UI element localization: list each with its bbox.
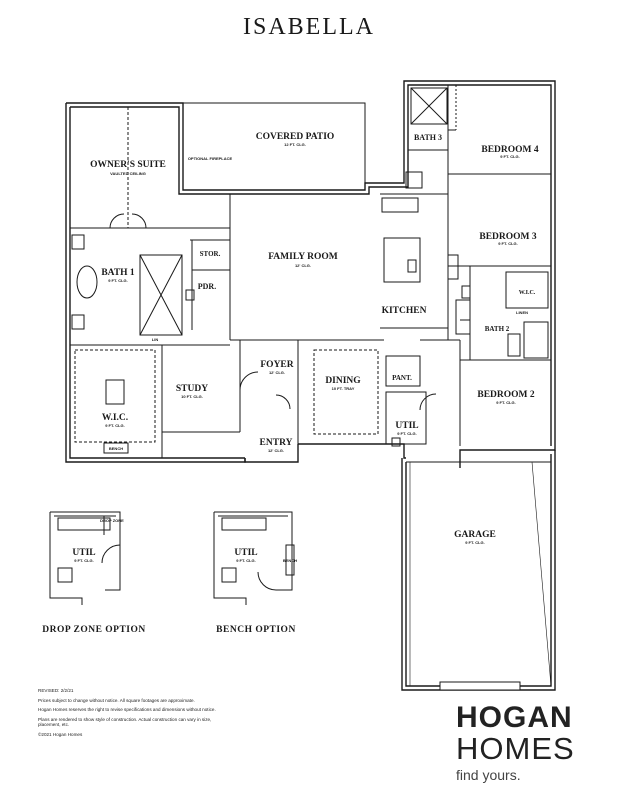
note-specifications: Hogan Homes reserves the right to revise…	[38, 707, 216, 713]
garage-ceiling: 9 FT. CLG.	[465, 540, 485, 545]
garage-label: GARAGE	[454, 530, 496, 540]
owners-suite-ceiling: VAULTED CEILING	[110, 171, 146, 176]
plan-notes: REVISED: 2/2/21 Prices subject to change…	[38, 688, 228, 742]
note-construction: Plans are rendered to show style of cons…	[38, 716, 212, 728]
powder-room-label: PDR.	[198, 282, 216, 291]
note-pricing: Prices subject to change without notice.…	[38, 697, 195, 703]
bench-option-drawing	[213, 511, 295, 605]
owners-suite-label: OWNER'S SUITE	[90, 160, 166, 170]
covered-patio-ceiling: 12 FT. CLG.	[284, 142, 306, 147]
owner-wic-label: W.I.C.	[102, 413, 128, 423]
bath1-label: BATH 1	[101, 268, 135, 278]
bath1-walls	[70, 234, 230, 346]
foyer-walls	[240, 339, 299, 444]
study-walls	[162, 339, 259, 433]
exterior-walls	[65, 80, 556, 691]
drop-zone-option-label: DROP ZONE OPTION	[42, 625, 146, 635]
bedroom4-label: BEDROOM 4	[481, 145, 539, 155]
copyright: ©2021 Hogan Homes	[38, 731, 83, 737]
bath2-walls	[455, 266, 551, 361]
covered-patio-walls	[182, 102, 366, 190]
owners-suite-walls	[70, 107, 231, 340]
linen-closet-label: LIN	[152, 337, 159, 342]
util-label: UTIL	[395, 421, 418, 431]
bath3-walls	[405, 85, 449, 194]
logo-line2: HOMES	[456, 731, 575, 766]
optional-fireplace-label: OPTIONAL FIREPLACE	[188, 156, 233, 161]
bedroom2-label: BEDROOM 2	[477, 390, 535, 400]
logo-line1: HOGAN	[456, 701, 573, 734]
bedroom-walls	[448, 85, 551, 267]
kitchen-walls	[380, 193, 459, 340]
dining-walls	[298, 339, 384, 435]
bath2-label: BATH 2	[485, 325, 510, 333]
hogan-homes-logo: HOGAN HOMES find yours.	[456, 701, 596, 784]
bath3-label: BATH 3	[414, 133, 442, 142]
bath1-ceiling: 9 FT. CLG.	[108, 278, 128, 283]
study-ceiling: 10 FT. CLG.	[181, 394, 203, 399]
family-room-label: FAMILY ROOM	[268, 252, 338, 262]
storage-label: STOR.	[200, 250, 221, 258]
util-ceiling: 9 FT. CLG.	[397, 431, 417, 436]
drop-zone-option-drawing	[49, 511, 121, 605]
drop-zone-util-label: UTIL	[72, 548, 95, 558]
bench-util-ceiling: 9 FT. CLG.	[236, 558, 256, 563]
bedroom3-label: BEDROOM 3	[479, 232, 537, 242]
drop-zone-util-ceiling: 9 FT. CLG.	[74, 558, 94, 563]
dining-ceiling: 10 FT. TRAY	[332, 386, 355, 391]
bench-option-label: BENCH OPTION	[216, 625, 296, 635]
plan-title: ISABELLA	[243, 14, 375, 40]
linen-label: LINEN	[516, 310, 528, 315]
revised-date: REVISED: 2/2/21	[38, 688, 74, 693]
family-room-ceiling: 12' CLG.	[295, 263, 311, 268]
covered-patio-label: COVERED PATIO	[256, 132, 335, 142]
foyer-label: FOYER	[260, 360, 293, 370]
dining-label: DINING	[325, 376, 361, 386]
garage-walls	[406, 461, 552, 691]
study-label: STUDY	[176, 384, 208, 394]
logo-tagline: find yours.	[456, 767, 521, 783]
bedroom2-ceiling: 9 FT. CLG.	[496, 400, 516, 405]
bench-util-label: UTIL	[234, 548, 257, 558]
pantry-util-walls	[385, 339, 461, 447]
bedroom4-ceiling: 9 FT. CLG.	[500, 154, 520, 159]
owner-wic-walls	[74, 345, 163, 458]
pantry-label: PANT.	[392, 374, 412, 382]
drop-zone-tag: DROP ZONE	[100, 518, 124, 523]
kitchen-label: KITCHEN	[382, 306, 427, 316]
foyer-ceiling: 12' CLG.	[269, 370, 285, 375]
bedroom3-ceiling: 9 FT. CLG.	[498, 241, 518, 246]
small-wic-label: W.I.C.	[519, 290, 536, 296]
owner-wic-ceiling: 9 FT. CLG.	[105, 423, 125, 428]
bench-tag: BENCH	[283, 558, 297, 563]
bench-label: BENCH	[109, 446, 123, 451]
entry-ceiling: 12' CLG.	[268, 448, 284, 453]
entry-label: ENTRY	[260, 438, 293, 448]
